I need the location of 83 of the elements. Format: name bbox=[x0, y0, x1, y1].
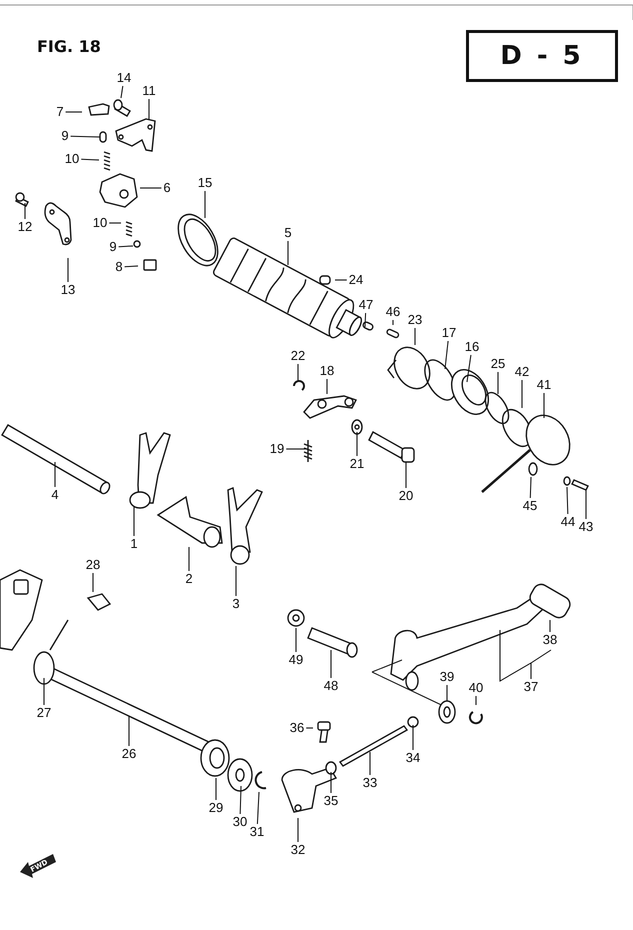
callout-number: 43 bbox=[578, 520, 594, 534]
callout-number: 21 bbox=[348, 457, 366, 471]
leader-line bbox=[24, 202, 26, 220]
callout-number: 9 bbox=[60, 129, 70, 143]
callout-number: 35 bbox=[322, 794, 340, 808]
callout-number: 6 bbox=[162, 181, 172, 195]
leader-line bbox=[412, 724, 414, 750]
callout-number: 13 bbox=[60, 283, 76, 297]
callout-number: 33 bbox=[362, 776, 378, 790]
callout-number: 18 bbox=[318, 364, 336, 378]
page-code-box: D - 5 bbox=[466, 30, 618, 82]
callout-number: 25 bbox=[490, 357, 506, 371]
leader-line bbox=[54, 462, 56, 488]
callout-number: 1 bbox=[129, 537, 139, 551]
callout-number: 22 bbox=[290, 349, 306, 363]
leader-line bbox=[330, 650, 332, 678]
callout-number: 9 bbox=[108, 240, 118, 254]
callout-number: 26 bbox=[120, 747, 138, 761]
callout-number: 17 bbox=[440, 326, 458, 340]
callout-number: 44 bbox=[560, 515, 576, 529]
leader-line bbox=[330, 772, 332, 794]
callout-number: 10 bbox=[64, 152, 80, 166]
leader-line bbox=[118, 246, 134, 248]
callout-number: 37 bbox=[522, 680, 540, 694]
callout-number: 41 bbox=[536, 378, 552, 392]
leader-line bbox=[240, 786, 242, 814]
leader-line bbox=[414, 328, 416, 346]
callout-number: 48 bbox=[322, 679, 340, 693]
callout-number: 34 bbox=[404, 751, 422, 765]
callout-number: 20 bbox=[398, 489, 414, 503]
leader-line bbox=[326, 378, 328, 394]
leader-line bbox=[566, 486, 568, 514]
callout-number: 12 bbox=[16, 220, 34, 234]
leader-line bbox=[148, 98, 150, 120]
callout-number: 24 bbox=[348, 273, 364, 287]
callout-number: 19 bbox=[268, 442, 286, 456]
callout-number: 31 bbox=[248, 825, 266, 839]
callout-number: 40 bbox=[468, 681, 484, 695]
callout-number: 47 bbox=[358, 298, 374, 312]
callout-number: 15 bbox=[196, 176, 214, 190]
leader-line bbox=[204, 190, 206, 218]
callout-number: 49 bbox=[288, 653, 304, 667]
callout-number: 3 bbox=[231, 597, 241, 611]
figure-title: FIG. 18 bbox=[37, 37, 101, 56]
callout-number: 32 bbox=[290, 843, 306, 857]
leader-line bbox=[124, 266, 138, 268]
callout-number: 28 bbox=[84, 558, 102, 572]
callout-number: 45 bbox=[522, 499, 538, 513]
callout-number: 38 bbox=[542, 633, 558, 647]
leader-line bbox=[444, 340, 449, 370]
leader-line bbox=[356, 432, 358, 456]
callout-number: 39 bbox=[438, 670, 456, 684]
leader-line bbox=[392, 320, 394, 326]
callout-number: 7 bbox=[55, 105, 65, 119]
leader-line bbox=[108, 222, 122, 224]
leader-line bbox=[80, 158, 100, 160]
callout-number: 29 bbox=[208, 801, 224, 815]
leader-line bbox=[70, 136, 100, 138]
leader-line bbox=[128, 716, 130, 746]
leader-line bbox=[92, 572, 94, 592]
leader-line bbox=[188, 546, 190, 572]
callout-number: 42 bbox=[514, 365, 530, 379]
callout-number: 27 bbox=[36, 706, 52, 720]
leader-line bbox=[446, 684, 448, 702]
callout-number: 46 bbox=[384, 305, 402, 319]
callout-number: 11 bbox=[141, 84, 157, 98]
leader-line bbox=[530, 476, 532, 498]
callout-number: 36 bbox=[288, 721, 306, 735]
leader-line bbox=[364, 312, 366, 328]
leader-line bbox=[256, 792, 260, 824]
callout-number: 5 bbox=[283, 226, 293, 240]
leader-line bbox=[500, 630, 552, 682]
callout-number: 14 bbox=[116, 71, 132, 85]
callout-number: 10 bbox=[92, 216, 108, 230]
callout-number: 2 bbox=[184, 572, 194, 586]
leader-line bbox=[286, 448, 306, 450]
leader-line bbox=[120, 86, 124, 98]
callout-number: 23 bbox=[406, 313, 424, 327]
callout-number: 16 bbox=[464, 340, 480, 354]
leader-line bbox=[466, 354, 472, 382]
callout-number: 30 bbox=[232, 815, 248, 829]
callout-number: 4 bbox=[50, 488, 60, 502]
callout-number: 8 bbox=[114, 260, 124, 274]
